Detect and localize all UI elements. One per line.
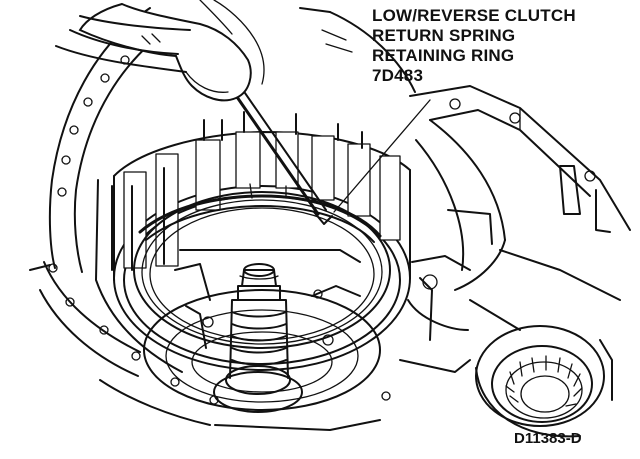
callout-leader-line xyxy=(333,99,431,213)
screwdriver-icon xyxy=(226,79,333,225)
center-shaft xyxy=(213,263,303,413)
callout-line-2: RETURN SPRING xyxy=(372,26,516,45)
callout-part-number: 7D483 xyxy=(372,66,424,85)
callout-line-3: RETAINING RING xyxy=(372,46,515,65)
hand-holding-tool-icon xyxy=(55,0,265,102)
figure-id: D11383-D xyxy=(514,430,582,447)
retaining-ring-icon xyxy=(138,183,382,243)
callout-line-1: LOW/REVERSE CLUTCH xyxy=(372,6,576,25)
callout-label: LOW/REVERSE CLUTCH RETURN SPRING RETAINI… xyxy=(372,6,576,86)
bearing-icon xyxy=(475,325,613,438)
